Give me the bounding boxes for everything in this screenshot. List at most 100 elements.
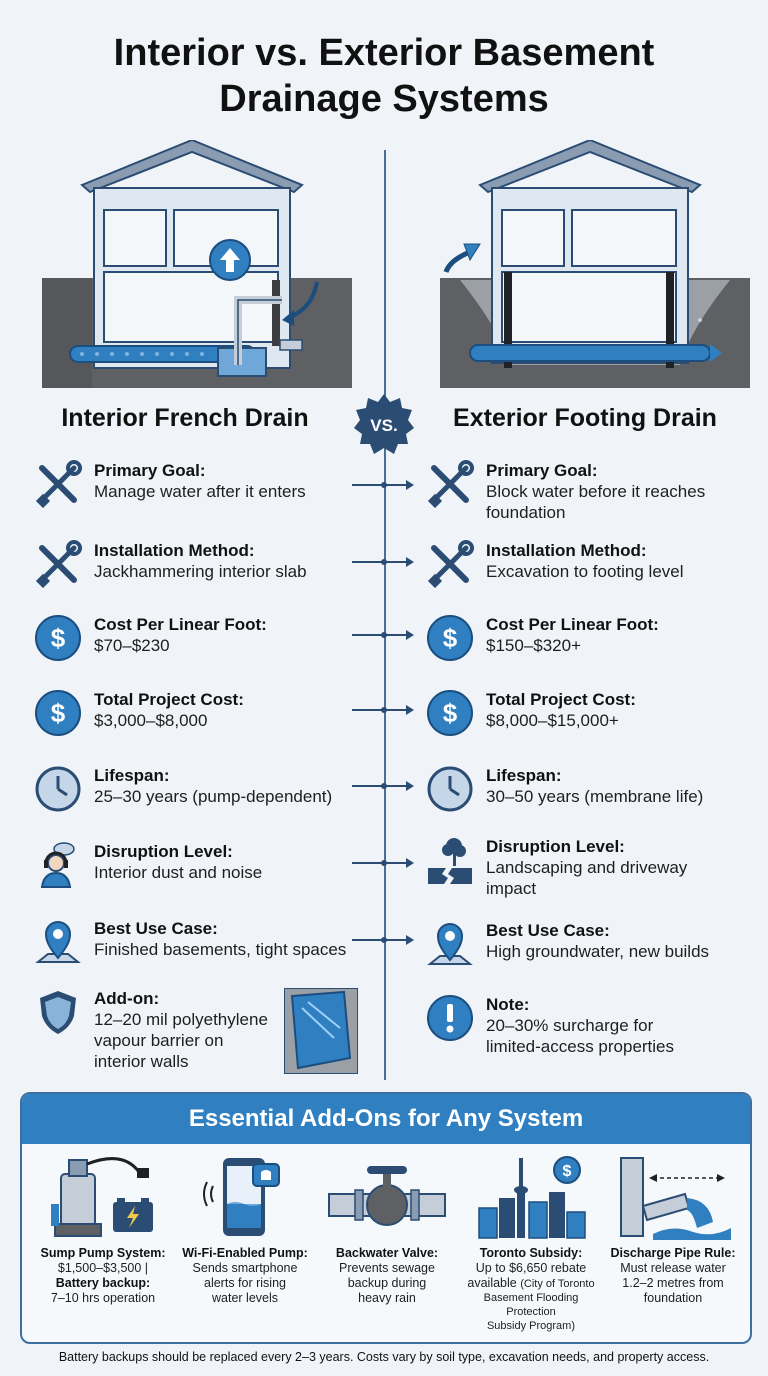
addon-label: Wi-Fi-Enabled Pump: (182, 1246, 308, 1260)
shield-icon (40, 991, 76, 1034)
row-label: Cost Per Linear Foot: (94, 615, 267, 634)
svg-text:$: $ (563, 1163, 572, 1180)
row-value: Manage water after it enters (94, 482, 306, 501)
dollar-icon (427, 615, 473, 661)
row-label: Best Use Case: (486, 921, 610, 940)
connector-arrow (352, 630, 414, 640)
connector-arrow (352, 705, 414, 715)
row-value-line: Block water before it reaches (486, 482, 706, 501)
addon-value-line: Up to $6,650 rebate (475, 1261, 587, 1275)
row-value-line: 20–30% surcharge for (486, 1016, 654, 1035)
row-value: $3,000–$8,000 (94, 711, 208, 730)
row-value: Excavation to footing level (486, 562, 684, 581)
addon-value-line: Prevents sewage (339, 1261, 435, 1275)
addon-value-line: heavy rain (358, 1291, 416, 1305)
dollar-icon (35, 615, 81, 661)
tree-crack-icon (428, 838, 472, 884)
interior-drain-illustration (42, 140, 352, 388)
addon-value: $1,500–$3,500 | (57, 1261, 149, 1275)
addon-value-2: 7–10 hrs operation (50, 1291, 156, 1305)
wrench-screwdriver-icon (426, 540, 474, 588)
row-label: Installation Method: (486, 541, 647, 560)
row-value-line: vapour barrier on (94, 1031, 224, 1050)
row-value-line: foundation (486, 503, 566, 522)
valve-icon (328, 1166, 446, 1226)
addon-label-2: Battery backup: (55, 1276, 151, 1290)
connector-arrow (352, 557, 414, 567)
addon-label: Discharge Pipe Rule: (610, 1246, 736, 1260)
row-label: Best Use Case: (94, 919, 218, 938)
exterior-heading: Exterior Footing Drain (453, 404, 717, 432)
row-value: $150–$320+ (486, 636, 582, 655)
connector-arrow (352, 858, 414, 868)
connector-arrow (352, 935, 414, 945)
essential-addons-panel: Essential Add-Ons for Any System Sump Pu… (20, 1092, 752, 1344)
row-value-line: limited-access properties (486, 1037, 675, 1056)
addon-discharge-pipe: Discharge Pipe Rule: Must release water … (600, 1154, 746, 1306)
map-pin-icon (429, 923, 471, 965)
row-label: Installation Method: (94, 541, 255, 560)
row-value: High groundwater, new builds (486, 942, 710, 961)
vapour-barrier-icon (284, 988, 358, 1074)
wrench-screwdriver-icon (34, 540, 82, 588)
title-line-1: Interior vs. Exterior Basement (113, 32, 655, 74)
row-label: Cost Per Linear Foot: (486, 615, 659, 634)
addon-value-line: available (467, 1276, 517, 1290)
row-value: Jackhammering interior slab (94, 562, 307, 581)
vs-label: VS. (370, 416, 397, 435)
addon-label: Sump Pump System: (40, 1246, 166, 1260)
vs-badge: VS. (354, 394, 414, 454)
wrench-screwdriver-icon (426, 460, 474, 508)
footer-note: Battery backups should be replaced every… (58, 1350, 710, 1364)
row-value-line: interior walls (94, 1052, 189, 1071)
row-label: Lifespan: (486, 766, 562, 785)
headphones-person-icon (40, 842, 75, 888)
addon-sump-pump: Sump Pump System: $1,500–$3,500 | Batter… (30, 1154, 176, 1306)
addon-value-line: Sends smartphone (192, 1261, 298, 1275)
row-value-line: impact (486, 879, 537, 898)
row-value: $70–$230 (94, 636, 170, 655)
smartphone-alert-icon (203, 1158, 280, 1236)
row-value: $8,000–$15,000+ (486, 711, 619, 730)
addon-value-line: alerts for rising (204, 1276, 286, 1290)
addon-backwater-valve: Backwater Valve: Prevents sewage backup … (314, 1154, 460, 1306)
row-label: Primary Goal: (94, 461, 206, 480)
row-value: 30–50 years (membrane life) (486, 787, 704, 806)
row-label: Total Project Cost: (486, 690, 636, 709)
page-title: Interior vs. Exterior Basement Drainage … (0, 30, 768, 122)
addon-small-line: Subsidy Program) (486, 1320, 576, 1332)
center-divider (384, 150, 386, 1080)
row-label: Add-on: (94, 989, 160, 1008)
wrench-screwdriver-icon (34, 460, 82, 508)
addons-heading: Essential Add-Ons for Any System (22, 1094, 750, 1144)
city-skyline-icon: $ (478, 1156, 586, 1239)
connector-arrow (352, 480, 414, 490)
clock-icon (35, 766, 81, 812)
row-value-line: 12–20 mil polyethylene (94, 1010, 268, 1029)
title-line-2: Drainage Systems (219, 78, 549, 120)
addon-value-line: foundation (643, 1291, 703, 1305)
addon-wifi-pump: Wi-Fi-Enabled Pump: Sends smartphone ale… (172, 1154, 318, 1306)
row-value: 25–30 years (pump-dependent) (94, 787, 333, 806)
connector-arrow (352, 781, 414, 791)
clock-icon (427, 766, 473, 812)
discharge-pipe-icon (620, 1157, 731, 1240)
addon-value-line: Must release water (620, 1261, 726, 1275)
row-value-line: Landscaping and driveway (486, 858, 688, 877)
addon-small-line: (City of Toronto (520, 1278, 595, 1290)
addon-toronto-subsidy: $ Toronto Subsidy: Up to $6,650 rebate a… (458, 1154, 604, 1333)
addon-label: Backwater Valve: (335, 1246, 439, 1260)
row-label: Disruption Level: (94, 842, 233, 861)
dollar-icon (427, 690, 473, 736)
exterior-drain-illustration (440, 140, 750, 388)
addon-value-line: 1.2–2 metres from (622, 1276, 724, 1290)
row-label: Disruption Level: (486, 837, 625, 856)
exclamation-icon (427, 995, 473, 1041)
row-value: Finished basements, tight spaces (94, 940, 347, 959)
addon-label: Toronto Subsidy: (479, 1246, 583, 1260)
addon-small-line: Basement Flooding Protection (483, 1292, 579, 1318)
addon-value-line: water levels (212, 1291, 278, 1305)
row-value: Interior dust and noise (94, 863, 263, 882)
row-label: Total Project Cost: (94, 690, 244, 709)
map-pin-icon (37, 921, 79, 963)
